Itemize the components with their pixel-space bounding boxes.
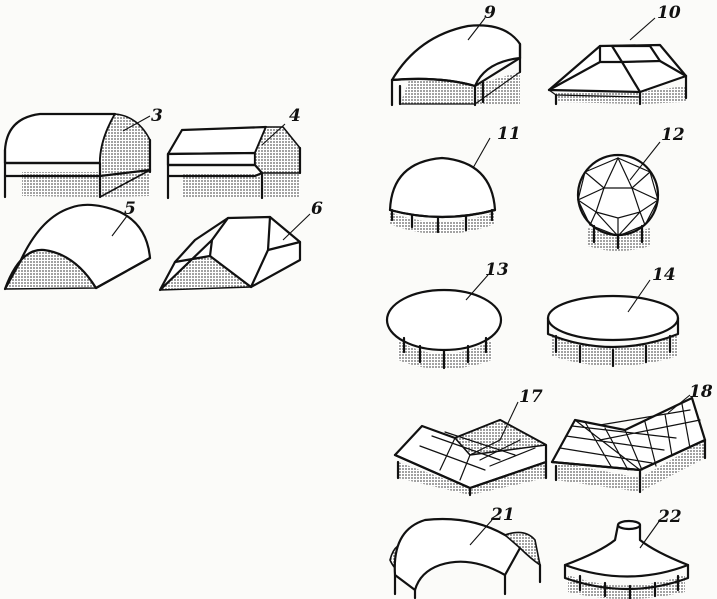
figure-12-geodesic-dome: 12 [576, 125, 685, 251]
figure-4-gable-hall: 4 [166, 106, 302, 200]
figure-18-number: 18 [689, 382, 713, 402]
figure-10-hip-roof: 10 [547, 3, 688, 106]
figure-17-hypar-roof: 17 [393, 387, 548, 497]
figure-14-number: 14 [652, 265, 676, 285]
figure-5-arch: 5 [3, 199, 152, 291]
figure-13-number: 13 [485, 260, 509, 280]
figure-9-cylindrical-shell: 9 [390, 3, 522, 107]
figure-6-polygonal-arch: 6 [158, 199, 323, 292]
figure-17-number: 17 [519, 387, 543, 407]
figure-22-tent-shell: 22 [563, 507, 690, 599]
figure-18-cable-net: 18 [550, 382, 713, 494]
figure-3-barrel-vault: 3 [3, 106, 163, 199]
figure-12-number: 12 [661, 125, 685, 145]
figure-13-elliptical-shell: 13 [385, 260, 509, 370]
figure-11-number: 11 [497, 124, 521, 144]
figure-14-circular-shell: 14 [546, 265, 680, 368]
figure-6-number: 6 [311, 199, 323, 219]
figure-21-saddle-shell: 21 [389, 505, 542, 599]
figure-11-dome: 11 [388, 124, 521, 234]
figure-9-number: 9 [484, 3, 496, 23]
figure-4-number: 4 [289, 106, 301, 126]
figure-5-number: 5 [124, 199, 136, 219]
figure-21-number: 21 [490, 505, 515, 525]
figure-10-number: 10 [657, 3, 681, 23]
figure-22-number: 22 [657, 507, 682, 527]
figure-3-number: 3 [151, 106, 163, 126]
